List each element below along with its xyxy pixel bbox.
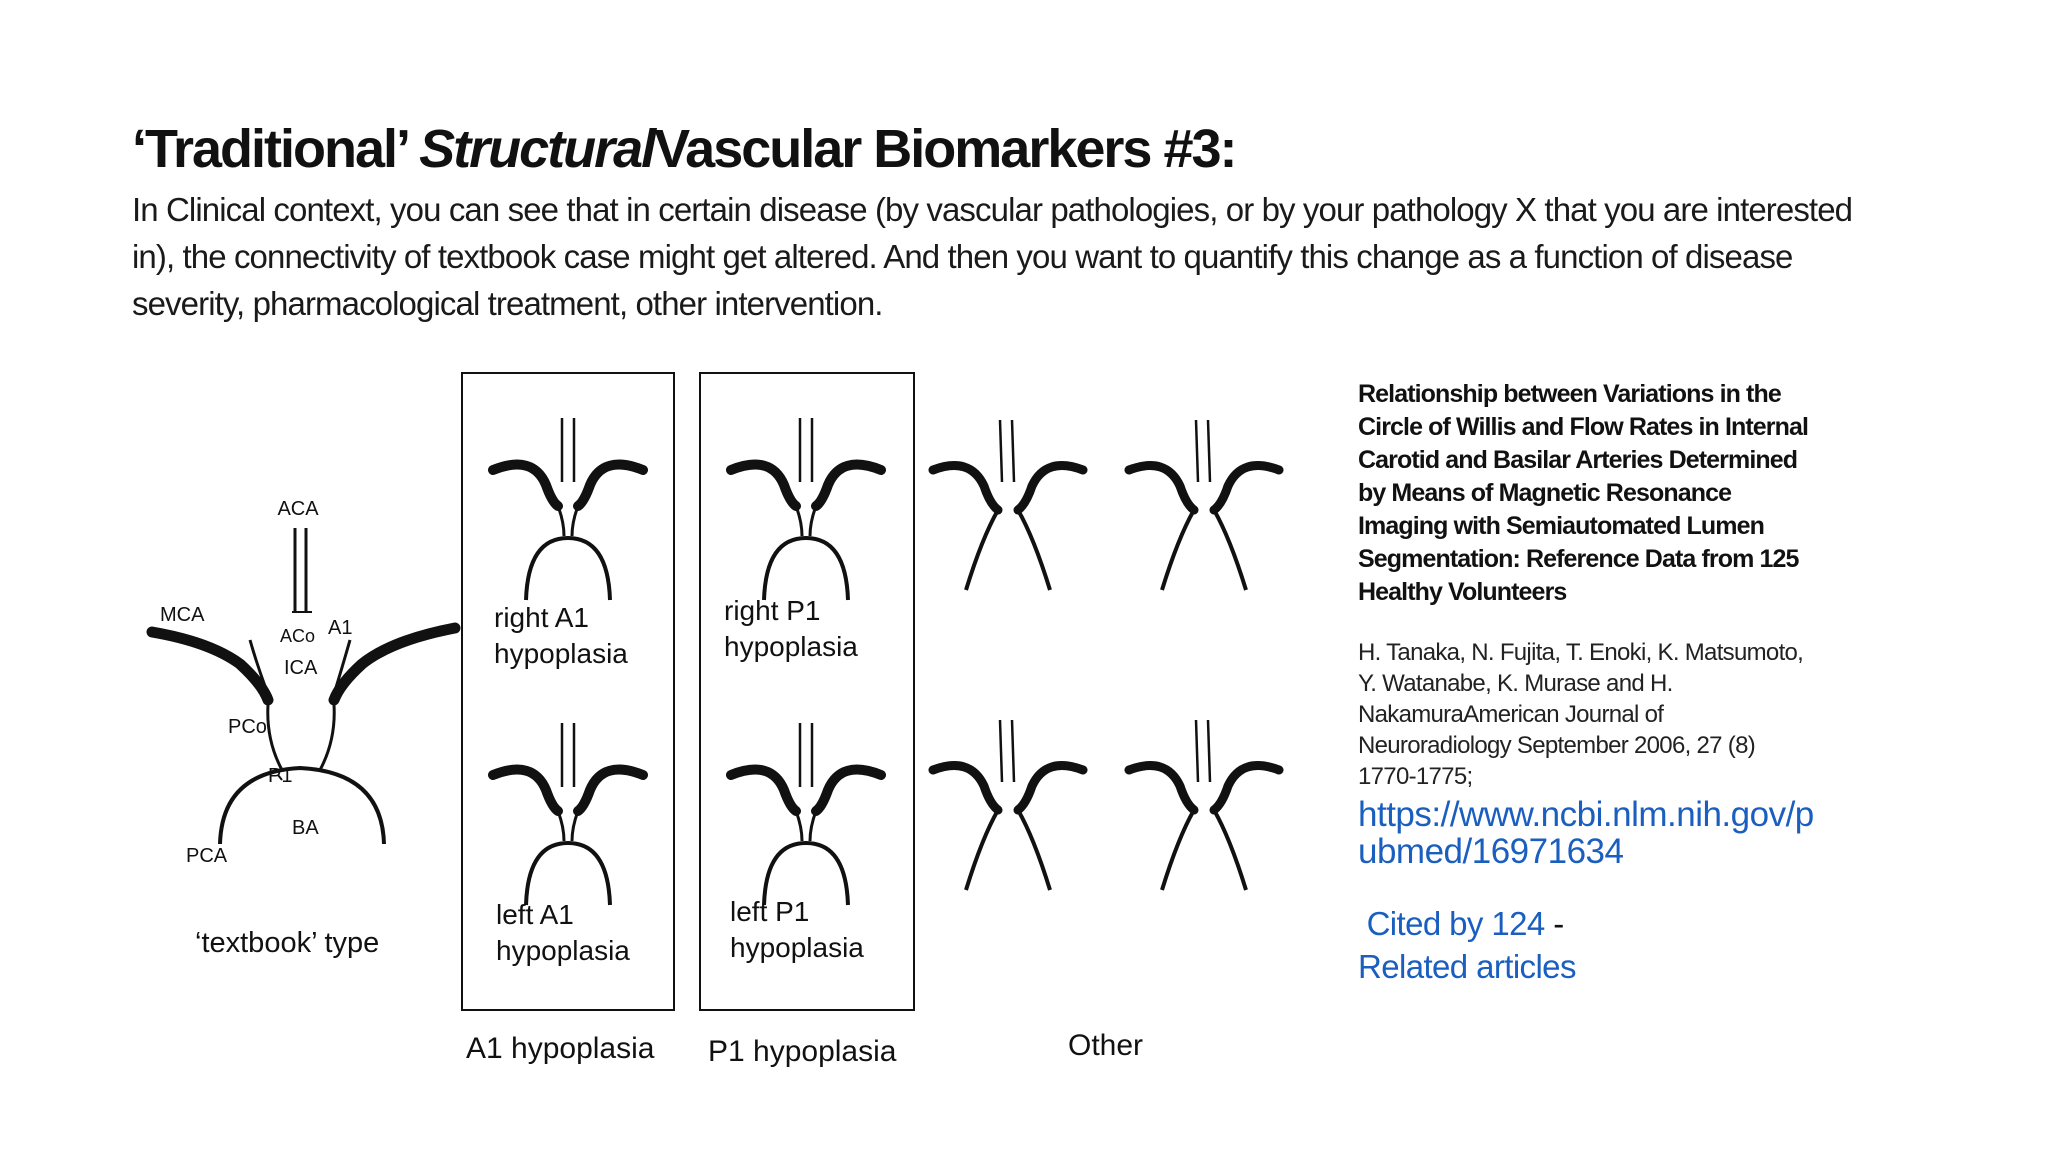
textbook-caption: ‘textbook’ type [195,927,379,959]
p1-group-caption: P1 hypoplasia [708,1035,897,1068]
p1-top-label-1: right P1 [724,595,821,626]
p1-top-label-2: hypoplasia [724,631,858,662]
p1-hypoplasia-box [699,372,915,1011]
a1-top-label-2: hypoplasia [494,638,628,669]
label-pca: PCA [186,845,228,867]
title-part-1: ‘Traditional’ [132,119,420,179]
label-pco: PCo [228,716,267,738]
other-diagram-3 [933,720,1083,890]
cited-by-link[interactable]: Cited by 124 [1366,905,1546,942]
textbook-diagram [146,528,461,845]
title-italic-word: Structural [419,119,656,179]
p1-bottom-label-1: left P1 [730,896,809,927]
label-aca: ACA [277,498,319,520]
a1-top-label-1: right A1 [494,602,589,633]
label-ba: BA [292,817,319,839]
intro-paragraph: In Clinical context, you can see that in… [132,191,1853,322]
other-diagram-1 [933,420,1083,590]
label-ica: ICA [284,657,318,679]
p1-left-diagram [731,723,881,905]
label-p1: P1 [268,765,292,787]
slide-title: ‘Traditional’ StructuralVascular Biomark… [132,118,1238,180]
other-caption: Other [1068,1029,1143,1062]
a1-hypoplasia-box [461,372,675,1011]
reference-panel: Relationship between Variations in the C… [1358,378,1818,988]
a1-bottom-label-2: hypoplasia [496,935,630,966]
a1-right-diagram [493,418,643,600]
citation-separator: - [1544,905,1564,942]
reference-title: Relationship between Variations in the C… [1358,380,1809,606]
title-part-2: Vascular Biomarkers #3: [654,119,1237,179]
p1-right-diagram [731,418,881,600]
other-diagram-2 [1129,420,1279,590]
p1-bottom-label-2: hypoplasia [730,932,864,963]
pubmed-link[interactable]: https://www.ncbi.nlm.nih.gov/pubmed/1697… [1358,795,1814,871]
label-mca: MCA [160,604,205,626]
other-diagram-4 [1129,720,1279,890]
label-a1: A1 [328,617,352,639]
a1-bottom-label-1: left A1 [496,899,574,930]
a1-left-diagram [493,723,643,905]
reference-authors: H. Tanaka, N. Fujita, T. Enoki, K. Matsu… [1358,639,1804,790]
a1-group-caption: A1 hypoplasia [466,1032,655,1065]
label-aco: ACo [280,626,315,646]
related-articles-link[interactable]: Related articles [1358,948,1576,985]
citation-links: Cited by 124 - Related articles [1358,902,1818,988]
